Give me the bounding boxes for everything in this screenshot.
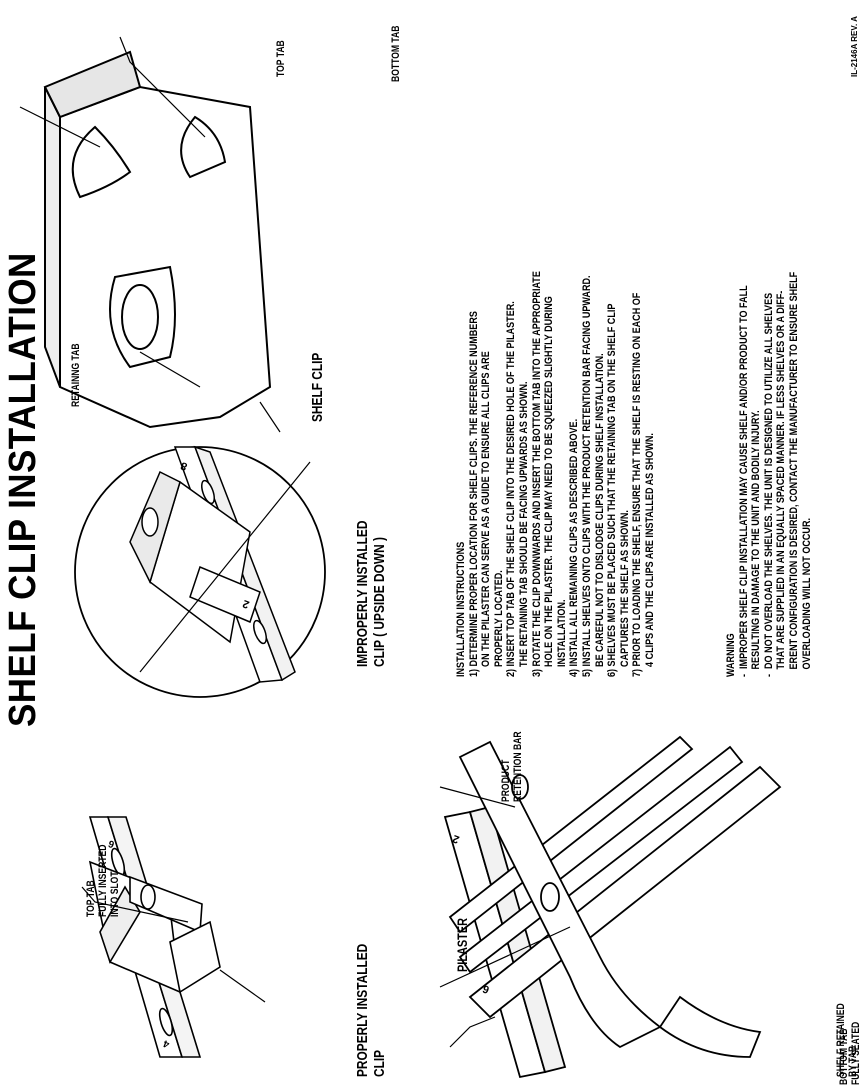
pilaster-number-2b: 2 [451, 832, 461, 845]
shelf-on-pilaster-illustration: 6 2 [430, 737, 830, 1087]
instruction-step-2: 2) INSERT TOP TAB OF THE SHELF CLIP INTO… [505, 301, 530, 677]
instruction-step-7: 7) PRIOR TO LOADING THE SHELF, ENSURE TH… [631, 292, 656, 677]
label-bottom-tab: BOTTOM TAB [390, 25, 402, 82]
instruction-step-3: 3) ROTATE THE CLIP DOWNWARDS AND INSERT … [530, 271, 568, 677]
caption-improperly-installed: IMPROPERLY INSTALLED CLIP ( UPSIDE DOWN … [355, 520, 388, 667]
shelf-clip-detail-illustration [20, 27, 300, 447]
label-retaining-tab: RETAINNG TAB [70, 343, 82, 407]
instructions-heading: INSTALLATION INSTRUCTIONS [455, 541, 467, 677]
installation-instructions: INSTALLATION INSTRUCTIONS 1) DETERMINE P… [455, 170, 657, 677]
warning-block: WARNING - IMPROPER SHELF CLIP INSTALLATI… [725, 171, 813, 677]
warning-item-1: - IMPROPER SHELF CLIP INSTALLATION MAY C… [737, 285, 763, 677]
caption-properly-installed: PROPERLY INSTALLED CLIP [355, 943, 388, 1077]
revision-code: IL-2146A REV. A [850, 16, 859, 77]
label-shelf-clip: SHELF CLIP [310, 352, 326, 422]
improperly-installed-clip-illustration: 8 2 [60, 442, 320, 702]
label-top-tab: TOP TAB [275, 40, 287, 77]
warning-heading: WARNING [725, 633, 737, 677]
instruction-step-5: 5) INSTALL SHELVES ONTO CLIPS WITH THE P… [580, 275, 606, 677]
pilaster-number-6b: 6 [481, 982, 491, 995]
label-pilaster: PILASTER [454, 917, 470, 972]
label-top-tab-fully-inserted: TOP TAB FULLY INSERTED INTO SLOT [85, 844, 121, 917]
pilaster-number-4: 4 [162, 1037, 171, 1049]
instruction-step-6: 6) SHELVES MUST BE PLACED SUCH THAT THE … [606, 303, 631, 677]
pilaster-number-8: 8 [179, 459, 189, 472]
properly-installed-clip-illustration: 4 6 [70, 812, 270, 1062]
warning-item-2: - DO NOT OVERLOAD THE SHELVES. THE UNIT … [762, 271, 813, 677]
pilaster-number-6: 6 [107, 837, 116, 849]
label-product-retention-bar: PRODUCT RETENTION BAR [500, 731, 524, 802]
instruction-step-1: 1) DETERMINE PROPER LOCATION FOR SHELF C… [467, 311, 505, 677]
pilaster-number-2: 2 [241, 597, 251, 610]
instruction-step-4: 4) INSTALL ALL REMAINING CLIPS AS DESCRI… [568, 418, 581, 677]
label-shelf-retained-by-tab: SHELF RETAINED BY TAB [835, 1003, 859, 1077]
